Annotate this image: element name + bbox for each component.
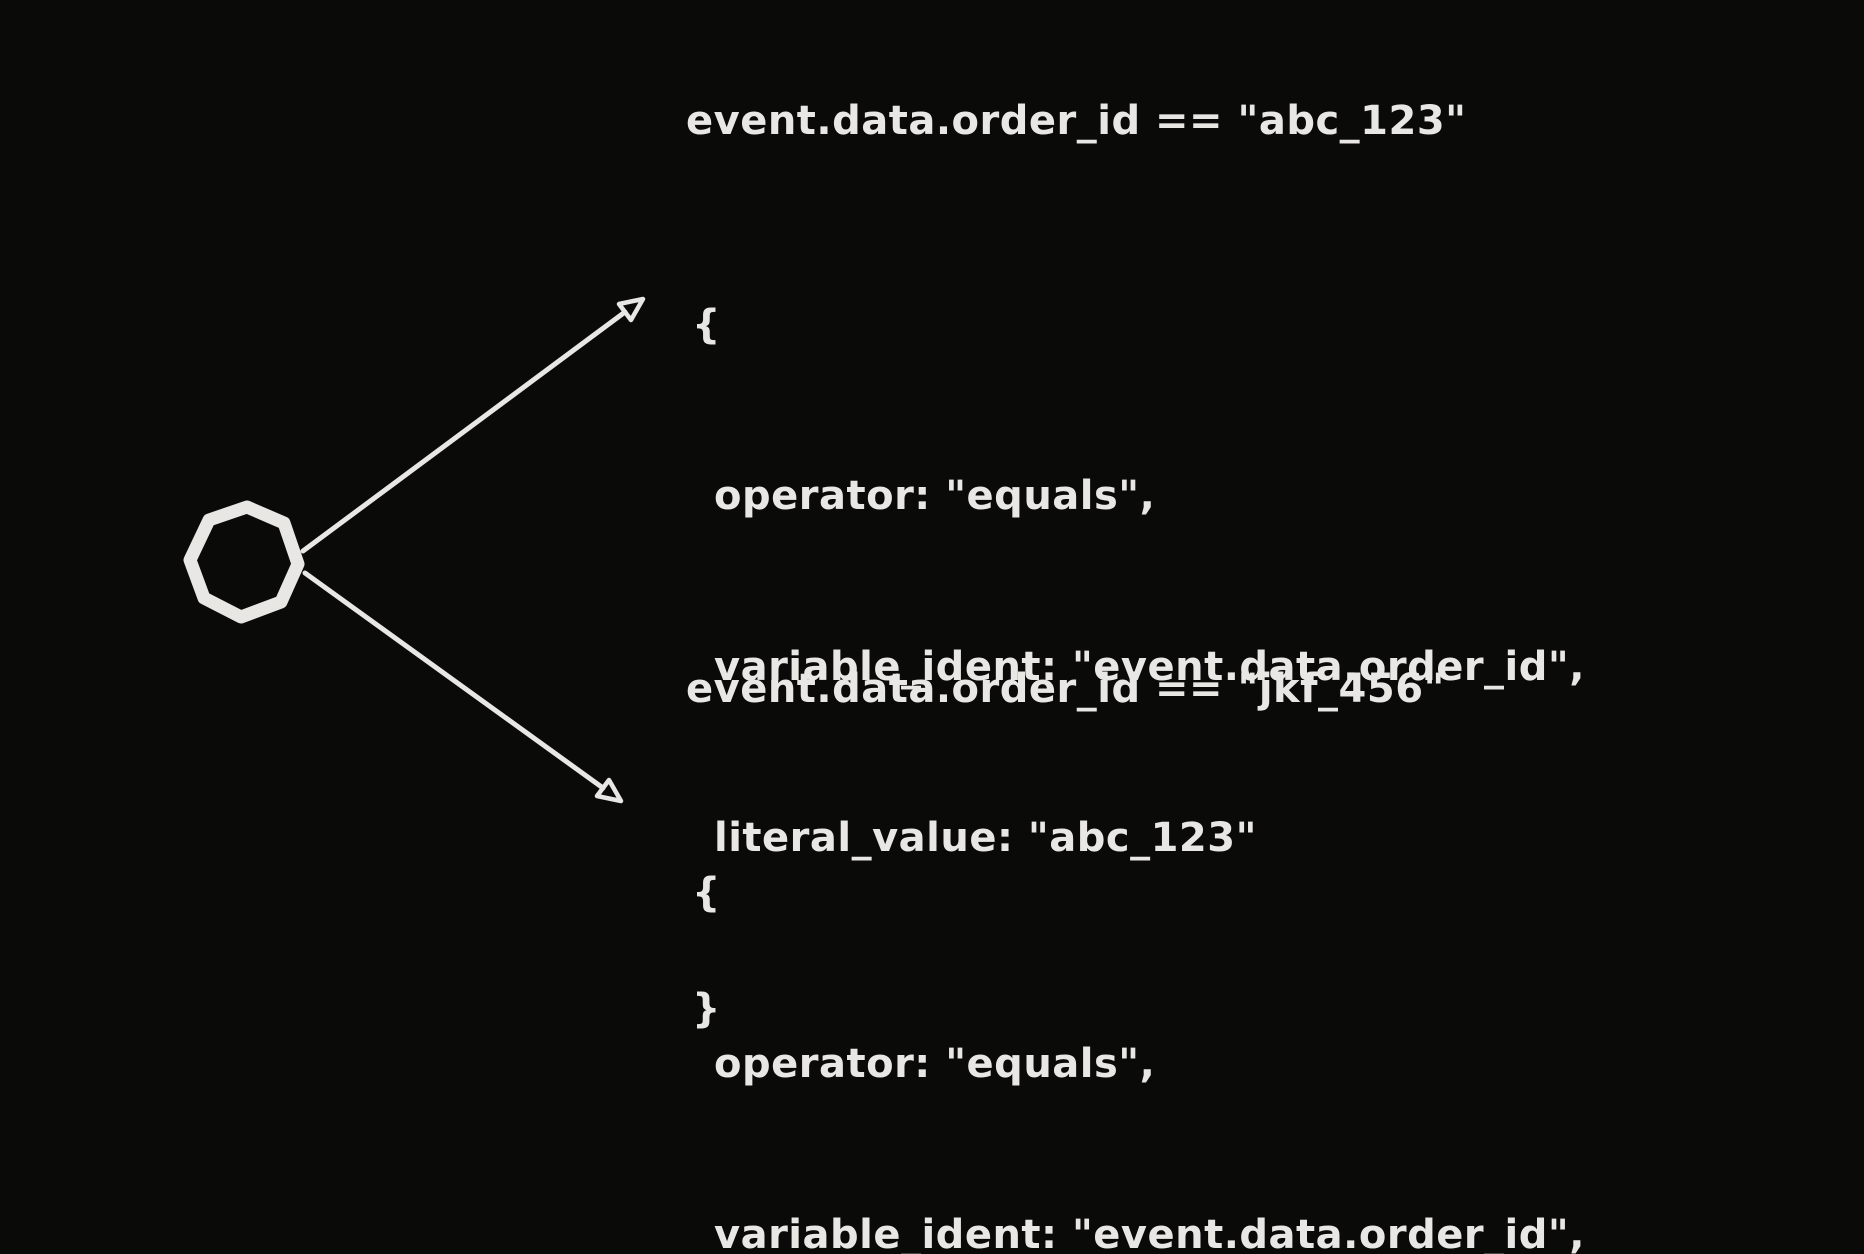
arrow-1-head bbox=[616, 296, 646, 323]
arrow-to-condition-1[interactable] bbox=[300, 296, 646, 554]
json-open-brace: { bbox=[692, 870, 721, 916]
condition-2-json: { operator: "equals", variable_ident: "e… bbox=[692, 751, 1585, 1254]
condition-block-2[interactable]: event.data.order_id == "jkf_456" { opera… bbox=[686, 665, 1585, 1254]
condition-1-json: { operator: "equals", variable_ident: "e… bbox=[692, 183, 1585, 1152]
condition-2-expression: event.data.order_id == "jkf_456" bbox=[686, 666, 1445, 712]
arrow-2-shaft bbox=[302, 570, 606, 791]
arrow-1-shaft bbox=[300, 309, 628, 554]
arrow-to-condition-2[interactable] bbox=[302, 570, 624, 804]
json-literal-value-line: literal_value: "abc_123" bbox=[714, 815, 1257, 861]
arrow-2-head bbox=[594, 777, 624, 804]
json-variable-ident-line: variable_ident: "event.data.order_id", bbox=[714, 1212, 1585, 1254]
json-variable-ident-line: variable_ident: "event.data.order_id", bbox=[714, 644, 1585, 690]
json-close-brace: } bbox=[692, 986, 721, 1032]
start-node-circle[interactable] bbox=[183, 500, 305, 624]
json-operator-line: operator: "equals", bbox=[714, 473, 1156, 519]
json-operator-line: operator: "equals", bbox=[714, 1041, 1156, 1087]
condition-1-expression: event.data.order_id == "abc_123" bbox=[686, 98, 1467, 144]
json-open-brace: { bbox=[692, 302, 721, 348]
condition-block-1[interactable]: event.data.order_id == "abc_123" { opera… bbox=[686, 97, 1585, 1152]
